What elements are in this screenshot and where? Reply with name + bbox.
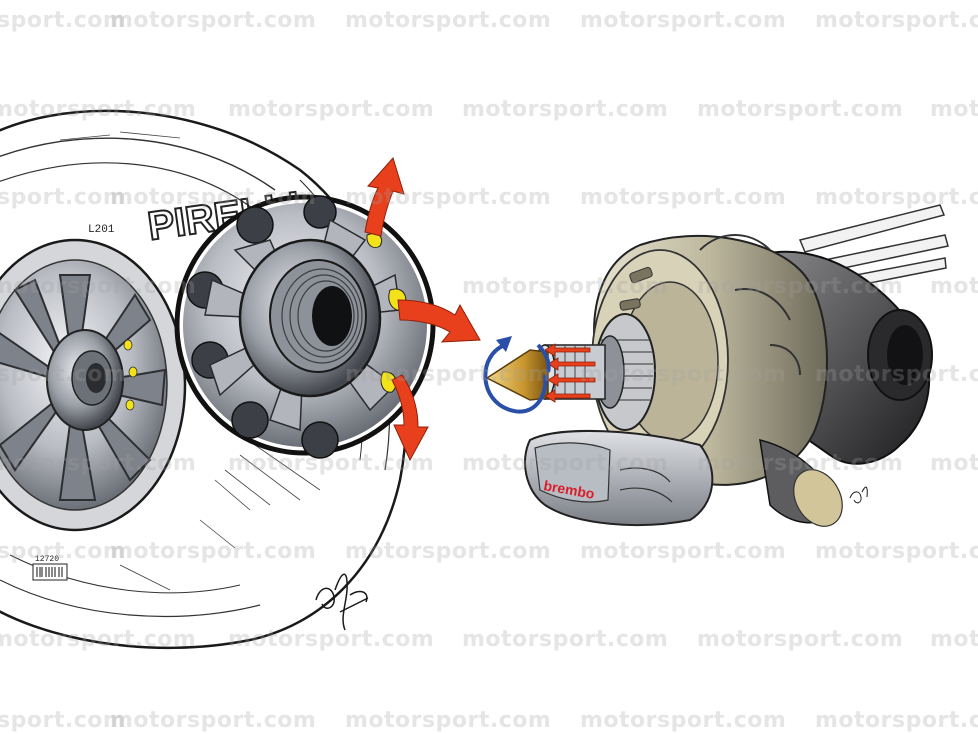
magnified-hub-detail	[174, 194, 436, 459]
brake-caliper: brembo	[524, 429, 714, 526]
sidewall-code: L201	[88, 224, 115, 236]
brake-assembly: brembo	[485, 204, 949, 527]
airflow-arrows-outward	[364, 157, 481, 462]
rotation-arrow	[483, 336, 551, 414]
artist-signature-small	[849, 486, 868, 504]
airflow-arrows-inward	[544, 343, 596, 403]
barcode-label: 12720	[32, 555, 68, 581]
wheel-rim	[0, 238, 187, 532]
sidewall-small-code: 12720	[35, 555, 59, 564]
artist-signature	[315, 573, 369, 631]
nose-cone	[485, 349, 549, 401]
